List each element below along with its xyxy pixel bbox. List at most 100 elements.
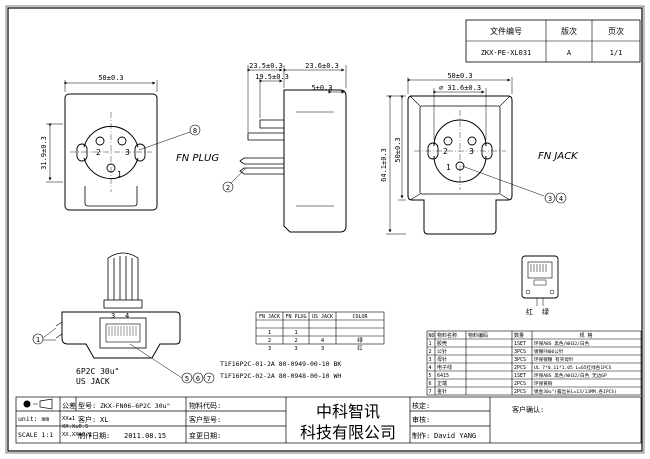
bom-cell: 3PCS [514,357,526,363]
bom-cell: 6 [429,381,432,387]
bom-cell: 电子线 [437,364,452,371]
bom-cell: 5 [429,373,432,379]
part-no-2: T1F16P2C-02-2A 80-0948-00-10 WH [220,372,341,380]
bom-cell: 环保镀镍 有壳母针 [534,356,574,363]
pin-table-cell: 2 [268,338,271,344]
bom-cell: 1SET [514,373,526,379]
side-view [239,89,347,233]
bom-cell: 正端 [437,380,447,387]
callout-5 [181,372,193,384]
model-label: 型号: [78,401,96,410]
date-value: 2011.08.15 [124,432,166,440]
tol-3: XX.XX±0.1 [62,432,92,438]
company-line2: 科技有限公司 [300,423,396,442]
plug-height-text: 31.9±0.3 [40,136,48,170]
side-dim-23-6: 23.6±0.3 [305,62,339,70]
maker-label: 制作: [412,431,430,440]
check-label: 核定: [412,401,430,410]
pin-table-cell: 3 [294,346,297,352]
bom-header: 数量 [514,332,524,339]
side-dims [247,65,347,132]
bom-cell: 1 [429,341,432,347]
pin-table-cell: 红 [357,344,363,352]
callout-2 [222,181,234,193]
bom-cell: 2PCS [514,381,526,387]
fn-plug-label: FN PLUG [176,153,219,164]
scale-label: SCALE 1:1 [18,431,53,439]
svg-text:8: 8 [193,127,197,135]
jack-width-text: 50±0.3 [447,72,472,80]
bom-cell: 环保ABS 黑色/WH32/白色 无边6P [534,372,607,379]
company-line1: 中科智讯 [316,402,380,421]
bottom-pin-3: 3 [111,312,115,320]
jack-type-line2: US JACK [76,377,110,386]
std-label: 公差 [62,401,76,410]
bottom-pin-4: 4 [125,312,129,320]
pin-table-cell: 绿 [357,336,363,344]
bom-header: 规 格 [579,332,592,339]
callout-8 [189,124,201,136]
plug-height-dim [46,123,63,183]
doc-no-label: 文件编号 [490,26,522,36]
bom-cell: 4 [429,365,432,371]
review-label: 审核: [412,415,430,424]
svg-text:7: 7 [207,375,211,383]
bom-cell: 镀镍FN06公针 [534,348,564,355]
confirm-label: 客户确认: [512,405,544,414]
pin-table-cell: 2 [294,338,297,344]
svg-text:6: 6 [196,375,200,383]
bom-cell: 环保ABS 黑色/WH32/白色 [534,340,590,347]
customer-label: 客户: [78,415,96,424]
change-date-label: 变更日期: [189,431,221,440]
assembly-view [55,252,181,359]
doc-no: ZKX-PE-XL031 [481,49,532,57]
callout-4 [555,192,567,204]
pin-table-cell: 3 [321,346,324,352]
side-dim-23-5: 23.5±0.3 [249,62,283,70]
callout-1 [32,333,44,345]
bom-cell: 7 [429,389,432,395]
jack-type-line1: 6P2C 30u" [76,367,119,376]
unit-label: unit: mm [18,415,49,423]
svg-text:5: 5 [185,375,189,383]
wire-green-label: 绿 [542,307,549,316]
fn-jack-front-view [407,95,513,235]
side-dim-19-5: 19.5±0.3 [255,73,289,81]
bom-cell: 镀金30u"(露出长L=13/13MM,各1PCS) [534,388,617,395]
page-label: 页次 [608,26,624,36]
pin-table-header: US JACK [312,314,333,320]
bom-cell: 3 [429,357,432,363]
sheet-border [7,7,643,452]
plug-width-text: 50±0.3 [98,74,123,82]
doc-header-table: 文件编号 版次 页次 ZKX-PE-XL031 A 1/1 [465,19,641,63]
callout-3 [544,192,556,204]
svg-text:2: 2 [226,184,230,192]
bom-cell: 3PCS [514,349,526,355]
bom-cell: 2PCS [514,389,526,395]
plug-pin-1: 1 [117,170,122,179]
bom-cell: 母针 [437,356,447,363]
bom-header: NO [429,333,435,339]
bom-cell: 胶壳 [437,340,447,347]
maker-value: David YANG [434,432,476,440]
bom-cell: 2 [429,349,432,355]
jack-height-64: 64.1±0.3 [380,148,388,182]
jack-diam-text: ⌀ 31.6±0.3 [439,84,481,92]
mat-code-label: 物料代码: [189,401,221,410]
jack-pin-3: 3 [469,147,474,156]
date-label: 制作日期: [78,431,110,440]
us-jack-end-view [521,255,559,306]
plug-pin-2: 2 [96,148,101,157]
jack-height-50: 50±0.3 [394,137,402,162]
bom-cell: UL 7*0.11*1.05 L=65红绿各1PCS [534,364,612,371]
bom-cell: 6415 [437,373,449,379]
pin-table-cell: 4 [321,338,325,344]
callout-6 [192,372,204,384]
bom-header: 物料编码 [468,332,488,339]
rev-label: 版次 [561,26,577,36]
callout-7 [203,372,215,384]
pin-table-cell: 1 [294,330,297,336]
